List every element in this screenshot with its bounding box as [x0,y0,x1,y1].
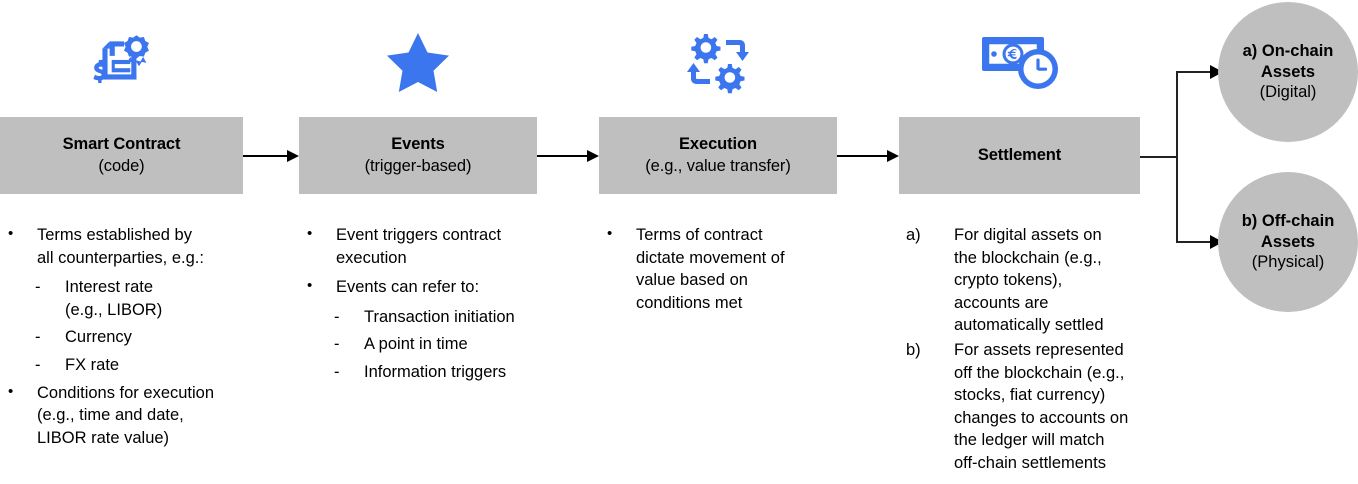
branch-bottom-arm [1176,241,1212,243]
arrow-head-icon [587,150,599,162]
bullet-list-events: • Event triggers contract execution • Ev… [299,224,537,389]
stage-column-execution: Execution (e.g., value transfer) • Terms… [599,0,837,484]
outcome-title: a) On-chain Assets [1242,42,1334,81]
flow-arrow-smart-contract-to-events [243,150,299,162]
stage-box-smart-contract[interactable]: Smart Contract (code) [0,117,243,194]
stage-title: Smart Contract [62,135,181,154]
list-item: • Conditions for execution (e.g., time a… [0,382,243,450]
flow-branch-settlement-to-outcomes [1140,60,1223,260]
branch-riser [1176,71,1178,243]
stage-subtitle: (trigger-based) [364,156,472,175]
bullet-marker: • [8,225,14,242]
bullet-text: Events can refer to: [336,278,480,297]
bullet-marker: • [307,277,313,295]
bullet-text: Information triggers [364,362,507,381]
bullet-text: For assets represented off the blockchai… [954,340,1129,472]
stage-subtitle: (e.g., value transfer) [645,156,791,175]
bullet-text: Currency [65,328,132,347]
bullet-text: Terms of contract dictate movement of va… [636,226,785,312]
arrow-head-icon [887,150,899,162]
bullet-marker: a) [906,226,921,244]
bullet-marker: • [307,225,313,242]
list-item: • Event triggers contract execution [299,224,537,269]
outcome-circle-off-chain-assets[interactable]: b) Off-chain Assets (Physical) [1218,172,1358,312]
list-item: b) For assets represented off the blockc… [899,339,1140,475]
bullet-marker: - [334,362,340,381]
flow-arrow-execution-to-settlement [837,150,899,162]
banknote-euro-clock-icon [899,18,1140,106]
arrow-shaft [243,155,288,157]
star-icon [299,18,537,106]
list-item: - Interest rate (e.g., LIBOR) [0,276,243,321]
stage-column-smart-contract: Smart Contract (code) • Terms establishe… [0,0,243,484]
bullet-marker: - [334,335,340,354]
branch-stem [1140,156,1178,158]
arrow-head-icon [287,150,299,162]
stage-box-settlement[interactable]: Settlement [899,117,1140,194]
list-item: • Events can refer to: [299,276,537,299]
list-item: - FX rate [0,354,243,377]
bullet-text: Interest rate (e.g., LIBOR) [65,278,163,319]
stage-title: Events [391,135,445,154]
list-item: • Terms established by all counterpartie… [0,224,243,269]
bullet-marker: - [35,328,41,347]
bullet-text: A point in time [364,335,468,354]
stage-box-execution[interactable]: Execution (e.g., value transfer) [599,117,837,194]
bullet-marker: • [607,225,613,242]
bullet-text: Terms established by all counterparties,… [37,226,204,267]
bullet-marker: b) [906,340,921,359]
stage-column-settlement: Settlement a) For digital assets on the … [899,0,1140,484]
bullet-list-smart-contract: • Terms established by all counterpartie… [0,224,243,456]
bullet-list-settlement: a) For digital assets on the blockchain … [899,224,1140,477]
stage-title: Settlement [977,145,1062,164]
contract-document-dollar-seal-icon [0,18,243,106]
branch-top-arm [1176,71,1212,73]
list-item: - Information triggers [299,361,537,384]
bullet-marker: • [8,382,14,400]
stage-title: Execution [679,135,757,154]
list-item: a) For digital assets on the blockchain … [899,224,1140,337]
list-item: - Currency [0,326,243,349]
stage-subtitle: (code) [98,156,145,175]
stage-box-events[interactable]: Events (trigger-based) [299,117,537,194]
bullet-text: Conditions for execution (e.g., time and… [37,383,215,447]
bullet-text: FX rate [65,355,120,374]
list-item: • Terms of contract dictate movement of … [599,224,837,314]
bullet-text: For digital assets on the blockchain (e.… [954,226,1104,335]
stage-column-events: Events (trigger-based) • Event triggers … [299,0,537,484]
gears-process-arrows-icon [599,18,837,106]
list-item: - Transaction initiation [299,306,537,329]
bullet-marker: - [334,307,340,326]
outcome-subtitle: (Physical) [1251,253,1325,272]
bullet-text: Transaction initiation [364,307,515,326]
flow-arrow-events-to-execution [537,150,599,162]
arrow-shaft [537,155,588,157]
outcome-circle-on-chain-assets[interactable]: a) On-chain Assets (Digital) [1218,2,1358,142]
list-item: - A point in time [299,333,537,356]
outcome-subtitle: (Digital) [1259,83,1317,102]
bullet-marker: - [35,278,41,297]
bullet-list-execution: • Terms of contract dictate movement of … [599,224,837,321]
bullet-text: Event triggers contract execution [336,226,502,267]
outcome-title: b) Off-chain Assets [1241,212,1335,251]
arrow-shaft [837,155,888,157]
bullet-marker: - [35,355,41,374]
